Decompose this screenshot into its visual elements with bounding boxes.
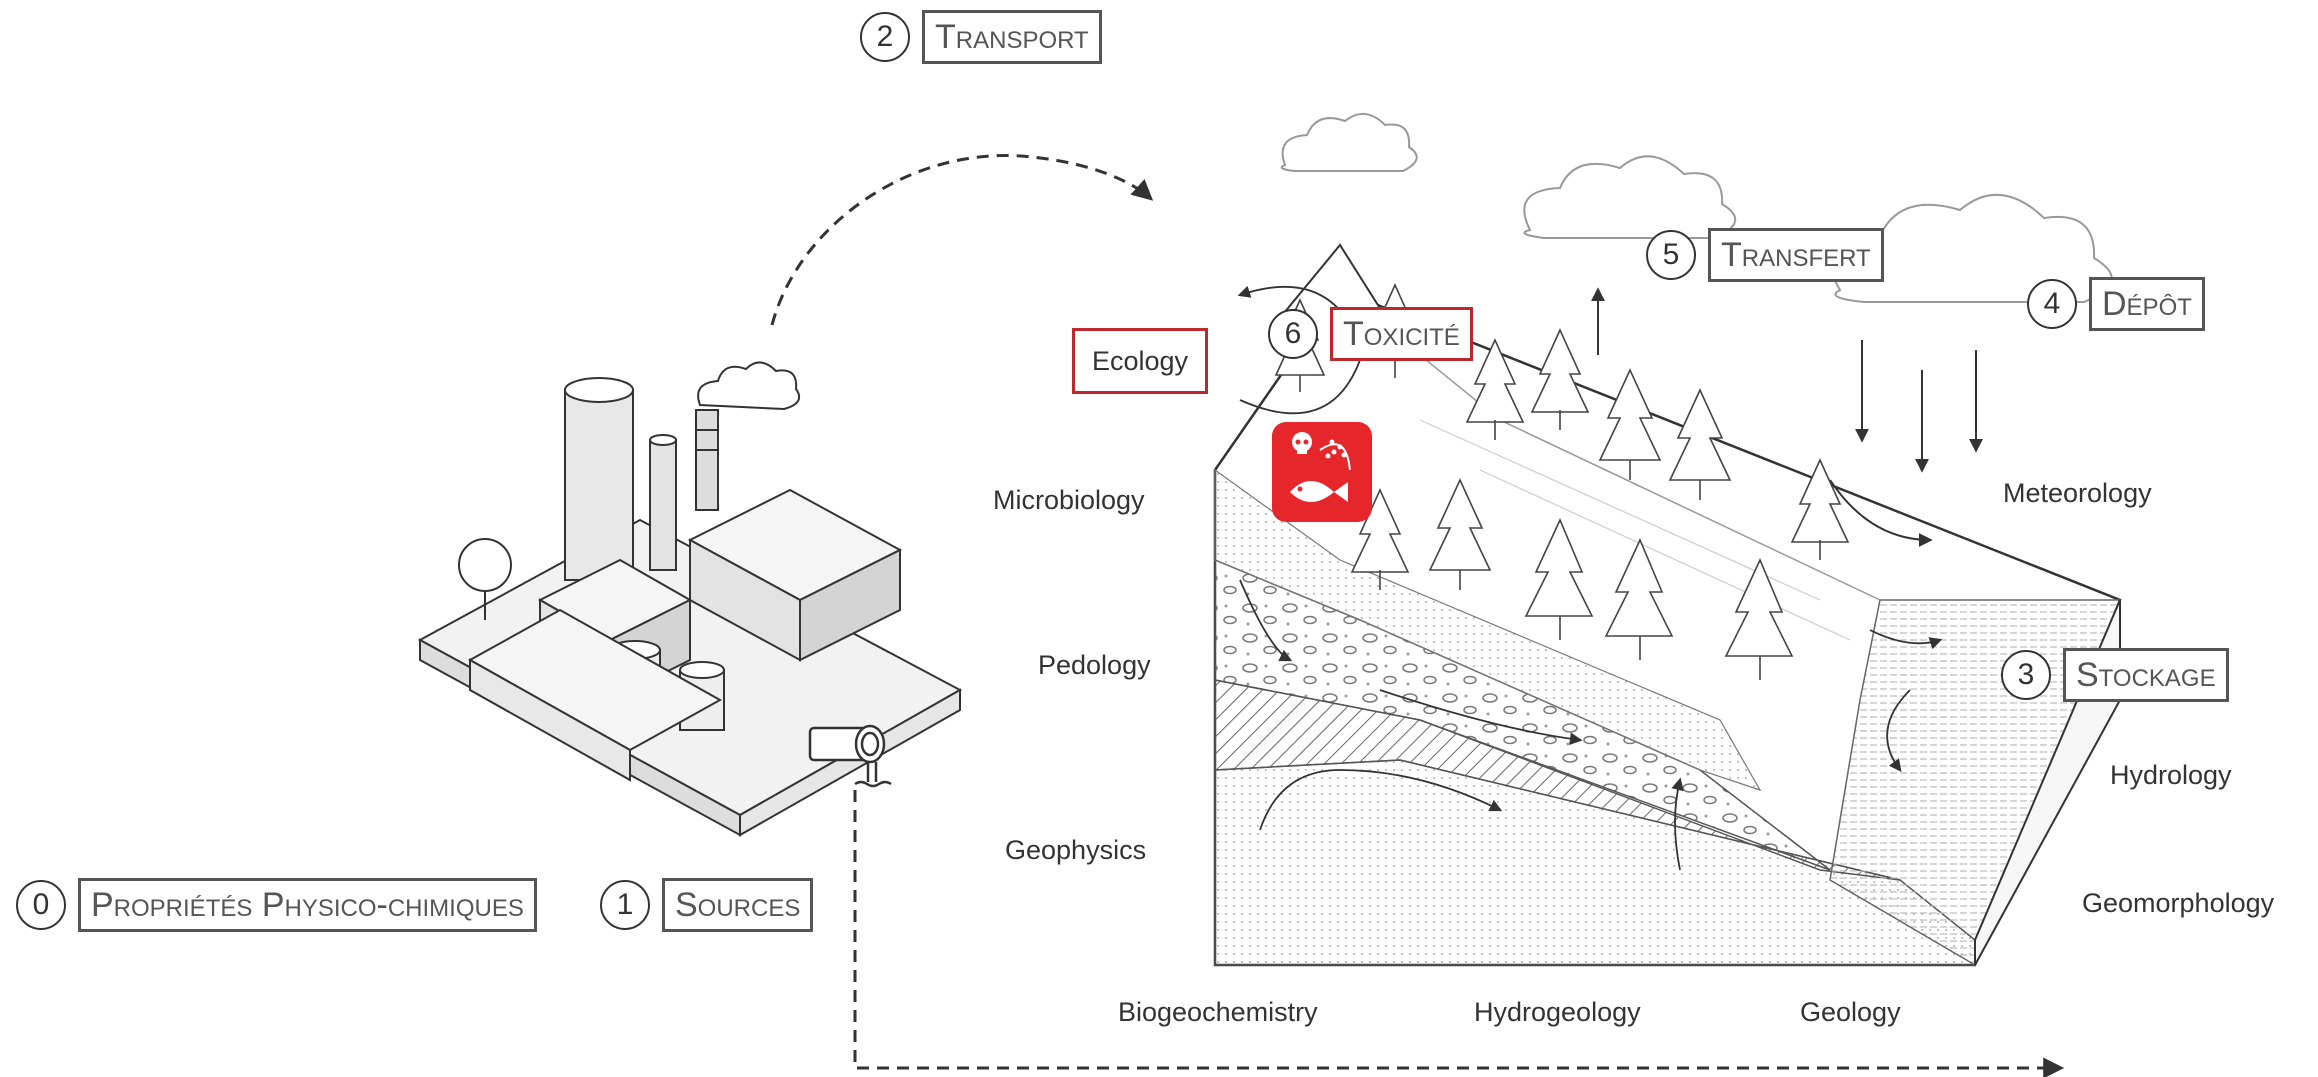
step-4-number: 4 [2027,279,2077,329]
discharge-pipe-icon [808,724,892,788]
step-6: 6 Toxicité [1268,307,1473,361]
step-3-label: Stockage [2063,648,2229,702]
step-5: 5 Transfert [1646,228,1884,282]
step-0: 0 Propriétés Physico-chimiques [16,878,537,932]
step-6-label: Toxicité [1330,307,1473,361]
hydrology-label: Hydrology [2110,760,2232,790]
ecology-label: Ecology [1072,328,1208,394]
step-1-number: 1 [600,880,650,930]
meteorology-label: Meteorology [2003,478,2152,508]
transport-arrow [770,153,1154,326]
step-6-number: 6 [1268,309,1318,359]
hydrogeology-label: Hydrogeology [1474,997,1641,1027]
step-3-number: 3 [2001,650,2051,700]
biogeochemistry-label: Biogeochemistry [1118,997,1318,1027]
cloud-icon [1280,113,2113,303]
step-3: 3 Stockage [2001,648,2229,702]
step-1-label: Sources [662,878,814,932]
discharge-arrow [853,790,2065,1077]
step-2-number: 2 [860,12,910,62]
step-0-label: Propriétés Physico-chimiques [78,878,537,932]
deposition-arrows [1855,340,1983,473]
step-4-label: Dépôt [2089,277,2205,331]
step-5-number: 5 [1646,230,1696,280]
geomorphology-label: Geomorphology [2082,888,2275,918]
geology-label: Geology [1800,997,1901,1027]
factory-icon [417,361,963,837]
step-2: 2 Transport [860,10,1102,64]
geophysics-label: Geophysics [1005,835,1147,865]
toxicity-badge-icon [1272,422,1372,522]
step-5-label: Transfert [1708,228,1884,282]
step-4: 4 Dépôt [2027,277,2205,331]
step-1: 1 Sources [600,878,814,932]
microbiology-label: Microbiology [993,485,1145,515]
step-2-label: Transport [922,10,1102,64]
pedology-label: Pedology [1038,650,1151,680]
step-0-number: 0 [16,880,66,930]
